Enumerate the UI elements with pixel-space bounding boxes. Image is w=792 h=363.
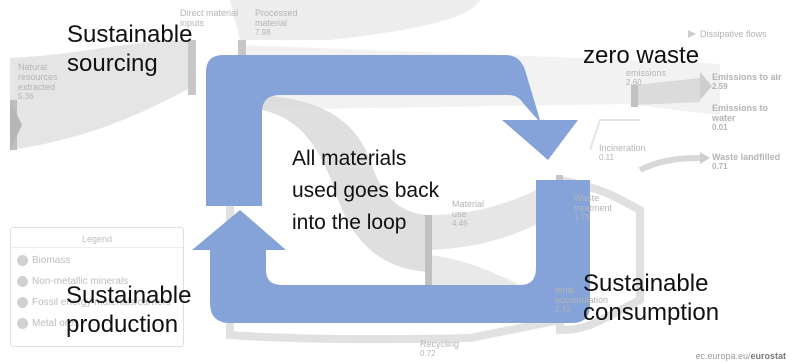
flow-material-use [245,95,430,272]
legend-item-metal-ores: Metal ores [17,318,79,329]
source-footer: ec.europa.eu/eurostat [695,351,786,361]
label-natural-resources: Natural resources extracted 5.36 [18,62,58,101]
flow-recycling [226,195,561,344]
flow-waste-loop-right [556,175,644,335]
legend-item-non-metallic: Non-metallic minerals [17,276,128,287]
label-processed-material: Processed material 7.98 [255,8,298,37]
loop-arrow-top [206,55,578,206]
label-incineration: Incineration 0.11 [599,143,646,162]
legend-title: Legend [81,234,113,244]
label-direct-material-inputs: Direct material inputs [180,8,239,28]
minerals-icon [17,276,28,287]
legend-item-fossil: Fossil energy materials/carriers [17,297,171,308]
flow-incineration [589,119,640,151]
loop-arrow-bottom [192,180,590,323]
legend-divider [11,247,183,248]
arrow-natural-in [10,100,22,150]
label-dissipative-flows: Dissipative flows [700,29,767,39]
node-direct-material [188,40,196,95]
legend-item-biomass: Biomass [17,255,70,266]
circular-arrow-icon [192,55,590,323]
label-emissions-to-water: Emissions to water 0.01 [712,103,769,132]
label-emissions-to-air: Emissions to air 2.59 [712,72,782,91]
label-accumulation: terial accumulation 2.72 [555,285,609,314]
arrow-emissions-air [700,72,712,100]
legend: Legend Biomass Non-metallic minerals Fos… [10,227,184,347]
center-message: All materials used goes back into the lo… [292,147,440,234]
flow-top-curve [230,0,480,40]
label-material-use: Material use 4.46 [452,199,485,228]
node-material-use [425,215,432,285]
fossil-icon [17,297,28,308]
metal-ores-icon [17,318,28,329]
heading-sustainable-production: Sustainable production [66,282,192,338]
label-recycling: Recycling 0.72 [420,339,460,358]
heading-sustainable-sourcing: Sustainable sourcing [67,21,193,77]
heading-zero-waste: zero waste [583,42,700,69]
heading-sustainable-consumption: Sustainable consumption [583,270,720,326]
label-waste-landfilled: Waste landfilled 0.71 [712,152,781,171]
flow-natural-resources [10,40,190,150]
flow-landfill [638,155,701,173]
label-emissions: . emissions 2.60 [626,68,667,87]
arrow-dissipative [688,30,696,38]
node-emissions [631,85,638,107]
label-waste-treatment: Waste treatment 1.75 [574,193,613,222]
flow-waste-treatment [430,180,555,250]
flow-emissions-air [635,78,700,105]
arrow-landfill [700,152,710,164]
biomass-icon [17,255,28,266]
